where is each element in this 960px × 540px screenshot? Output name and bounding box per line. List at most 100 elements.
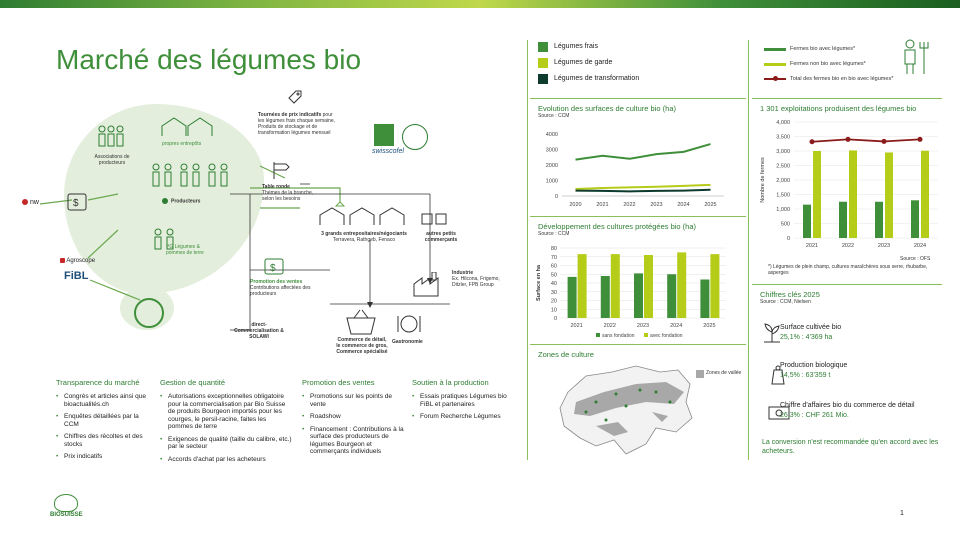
- series-line: [575, 143, 711, 161]
- chiffres-title: Chiffres clés 2025: [760, 290, 820, 299]
- data-point: [845, 136, 851, 142]
- y-tick-label: 2000: [546, 163, 558, 169]
- propres-entrepots-label: propres entrepôts: [162, 141, 202, 147]
- kpi-value: 25,1% : 4'369 ha: [780, 334, 833, 341]
- series-line: [575, 183, 711, 191]
- y-tick-label: 500: [781, 222, 790, 228]
- prix-block: Tournées de prix indicatifs pour les lég…: [258, 112, 340, 136]
- price-tag-icon: [288, 90, 302, 104]
- legend-label: Légumes de garde: [554, 59, 613, 66]
- y-tick-label: 50: [551, 272, 557, 278]
- legend-swatch: [764, 62, 786, 66]
- page-number: 1: [900, 510, 904, 517]
- kpi-surface: Surface cultivée bio 25,1% : 4'369 ha: [780, 324, 841, 341]
- producteurs-label: Producteurs: [162, 198, 200, 204]
- section-title: Gestion de quantité: [160, 378, 226, 387]
- list-item: Accords d'achat par les acheteurs: [160, 456, 292, 464]
- gastro-label: Gastronomie: [392, 339, 423, 345]
- biosuisse-label: BIOSUISSE: [50, 512, 83, 518]
- industrie-text: Ex. Hilcona, Frigemo, Ditzler, FPB Group: [452, 276, 500, 288]
- y-tick-label: 3000: [546, 148, 558, 154]
- x-tick-label: 2021: [806, 243, 818, 249]
- bar: [600, 276, 610, 318]
- section-title: Promotion des ventes: [302, 378, 375, 387]
- industrie-title: Industrie: [452, 270, 474, 276]
- map-legend-swatch: [696, 370, 704, 378]
- divider-vertical: [748, 40, 749, 460]
- y-tick-label: 70: [551, 255, 557, 261]
- producers-people-icon: [152, 163, 228, 187]
- divider: [752, 284, 942, 285]
- swisscofel-logo: swisscofel: [372, 148, 404, 155]
- fibl-logo: FiBL: [64, 270, 89, 282]
- exploit-chart-source: Source : OFS: [900, 256, 931, 262]
- small-shops-icon: [421, 213, 447, 225]
- bar: [885, 152, 893, 238]
- y-tick-label: 2,000: [776, 178, 790, 184]
- list-item: Enquêtes détaillées par la CCM: [56, 413, 152, 428]
- y-tick-label: 1,000: [776, 207, 790, 213]
- exploit-chart-title: 1 301 exploitations produisent des légum…: [760, 104, 917, 113]
- legend-swatch: [596, 333, 600, 337]
- commerce-label: Commerce de détail, le commerce de gros,…: [336, 337, 388, 355]
- x-tick-label: 2024: [677, 202, 689, 208]
- x-tick-label: 2023: [650, 202, 662, 208]
- field-sprout-icon: [764, 323, 780, 343]
- legend-swatch: [644, 333, 648, 337]
- producteurs-text: Producteurs: [171, 198, 201, 205]
- direct-label: direct-Commercialisation & SOLAWI: [234, 322, 284, 340]
- kpi-value: 26,3% : CHF 261 Mio.: [780, 412, 849, 419]
- legend-label: Légumes de transformation: [554, 75, 640, 82]
- bar: [634, 273, 643, 318]
- list-item: Essais pratiques Légumes bio FiBL et par…: [412, 393, 512, 408]
- greenhouse-chart-source: Source : CCM: [538, 231, 570, 237]
- list-item: Exigences de qualité (taille du calibre,…: [160, 436, 292, 451]
- bar: [803, 204, 811, 238]
- bar: [875, 201, 883, 238]
- legend-swatch: [764, 76, 786, 81]
- list-item: Prix indicatifs: [56, 453, 152, 461]
- flow-connectors: [39, 165, 450, 331]
- svg-text:$: $: [73, 198, 79, 209]
- prix-text: pour les légumes frais chaque semaine, P…: [258, 112, 335, 136]
- y-tick-label: 60: [551, 264, 557, 270]
- legend-item: Légumes frais: [538, 42, 639, 52]
- kpi-chiffre-affaires: Chiffre d'affaires bio du commerce de dé…: [780, 402, 940, 419]
- y-tick-label: 10: [551, 307, 557, 313]
- chiffres-source: Source : CCM, Nielsen: [760, 299, 811, 305]
- kpi-label: Production biologique: [780, 362, 848, 369]
- y-tick-label: 20: [551, 299, 557, 305]
- y-tick-label: 0: [555, 194, 558, 200]
- negociants-warehouse-icon: [319, 207, 405, 225]
- association-people-icon: [98, 125, 124, 147]
- x-tick-label: 2024: [914, 243, 926, 249]
- promotion-title: Promotion des ventes: [250, 279, 303, 285]
- data-point: [917, 136, 923, 142]
- legend-swatch: [538, 74, 548, 84]
- series-line: [575, 188, 711, 193]
- divider: [530, 344, 746, 345]
- migros-logo: nw: [22, 196, 52, 210]
- prix-title: Tournées de prix indicatifs: [258, 112, 322, 118]
- kpi-value: 14,5% : 63'359 t: [780, 372, 831, 379]
- x-tick-label: 2024: [670, 323, 682, 329]
- bar: [577, 254, 587, 318]
- kpi-label: Chiffre d'affaires bio du commerce de dé…: [780, 402, 915, 409]
- section-transparence: Transparence du marché Congrès et articl…: [56, 378, 152, 466]
- legend-item: Légumes de garde: [538, 58, 639, 68]
- line-chart-title: Evolution des surfaces de culture bio (h…: [538, 104, 676, 113]
- grands-names: Terravera, Rathgeb, Fenaco: [332, 237, 396, 243]
- divider: [530, 216, 746, 217]
- exploit-chart: Nombre de fermes05001,0001,5002,0002,500…: [760, 120, 938, 249]
- y-tick-label: 30: [551, 290, 557, 296]
- associations-label: Associations de producteurs: [94, 154, 130, 166]
- map-title: Zones de culture: [538, 350, 594, 359]
- bar: [567, 276, 577, 318]
- divider: [530, 98, 746, 99]
- grands-title: 3 grands entrepositaires/négociants: [321, 231, 407, 237]
- list-item: Promotions sur les points de vente: [302, 393, 404, 408]
- legend-item: Fermes non bio avec légumes*: [764, 61, 893, 67]
